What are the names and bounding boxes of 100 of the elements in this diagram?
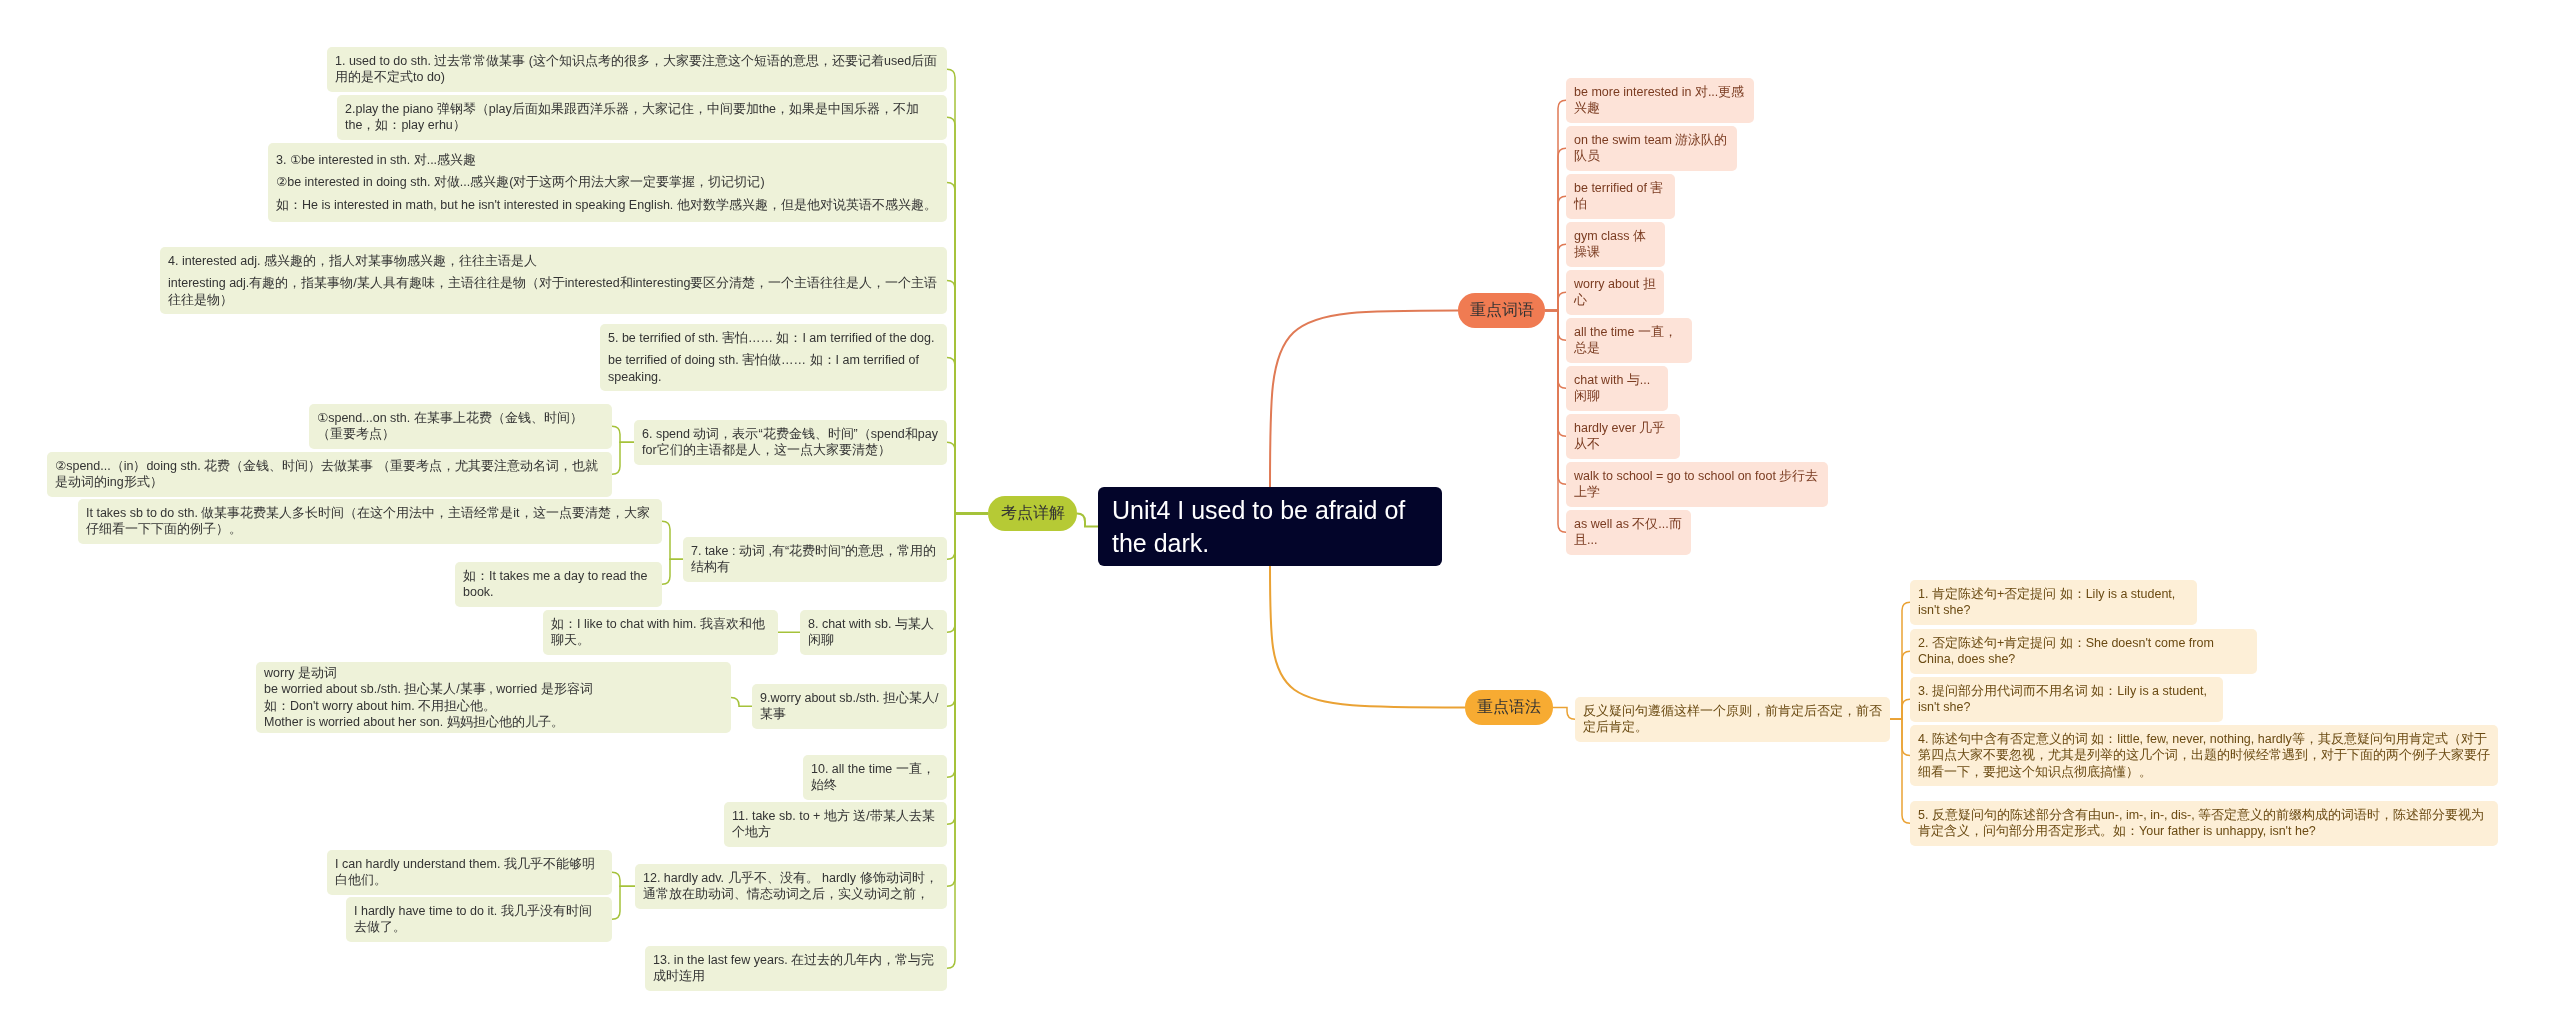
topic-text: be terrified of 害怕	[1574, 180, 1665, 213]
topic-text: 12. hardly adv. 几乎不、没有。 hardly 修饰动词时，通常放在助动词、情态动词之后，实义动词之前，	[643, 870, 939, 903]
topic-card	[683, 537, 947, 582]
topic-card	[1910, 580, 2197, 625]
topic-text: 10. all the time 一直，始终	[811, 761, 936, 794]
topic-text: on the swim team 游泳队的队员	[1574, 132, 1729, 165]
topic-text: 8. chat with sb. 与某人闲聊	[808, 616, 935, 649]
topic-text: 如：Don't worry about him. 不用担心他。	[264, 697, 498, 714]
topic-text: ②be interested in doing sth. 对做...感兴趣(对于这两个用法大家一定要掌握，切记切记)	[276, 174, 766, 191]
branch-topic	[1458, 293, 1545, 328]
topic-text: 考点详解	[1000, 503, 1065, 523]
connector-line	[611, 885, 636, 920]
topic-text: all the time 一直，总是	[1574, 324, 1678, 357]
topic-card	[1566, 174, 1675, 219]
topic-text: 1. 肯定陈述句+否定提问 如：Lily is a student, isn't she?	[1918, 586, 2177, 619]
topic-text: ②spend...（in）doing sth. 花费（金钱、时间）去做某事 （重要考点，尤其要注意动名词，也就是动词的ing形式）	[55, 458, 599, 491]
topic-text: 2.play the piano 弹钢琴（play后面如果跟西洋乐器，大家记住，中间要加the，如果是中国乐器，不加the，如：play erhu）	[345, 101, 921, 134]
topic-card	[47, 452, 612, 497]
topic-card	[1566, 126, 1737, 171]
topic-card	[78, 499, 662, 544]
topic-text: 5. be terrified of sth. 害怕…… 如：I am terrified of the dog.	[608, 330, 936, 347]
topic-text: 2. 否定陈述句+肯定提问 如：She doesn't come from China, does she?	[1918, 635, 2215, 668]
topic-text: be terrified of doing sth. 害怕做…… 如：I am terrified of speaking.	[608, 352, 920, 385]
branch-topic	[988, 496, 1077, 531]
title-text: Unit4 I used to be afraid of the dark.	[1112, 495, 1407, 559]
topic-card	[455, 562, 662, 607]
topic-card	[268, 143, 947, 222]
topic-text: worry about 担心	[1574, 276, 1656, 309]
topic-card	[543, 610, 778, 655]
connector-line	[1544, 309, 1567, 533]
topic-text: hardly ever 几乎从不	[1574, 420, 1667, 453]
topic-text: 3. 提问部分用代词而不用名词 如：Lily is a student, isn't she?	[1918, 683, 2208, 716]
topic-text: gym class 体操课	[1574, 228, 1648, 261]
topic-card	[1566, 270, 1664, 315]
topic-text: 重点语法	[1477, 697, 1541, 717]
topic-card	[1910, 725, 2498, 786]
connector-line	[730, 696, 753, 707]
topic-card	[635, 864, 947, 909]
topic-text: It takes sb to do sth. 做某事花费某人多长时间（在这个用法中，主语经常是it，这一点要清楚，大家仔细看一下下面的例子）。	[86, 505, 651, 538]
topic-text: 反义疑问句遵循这样一个原则，前肯定后否定，前否定后肯定。	[1583, 703, 1882, 736]
topic-card	[803, 755, 947, 800]
topic-card	[1566, 414, 1680, 459]
topic-text: I can hardly understand them. 我几乎不能够明白他们。	[335, 856, 596, 889]
topic-text: 11. take sb. to + 地方 送/带某人去某个地方	[732, 808, 936, 841]
topic-card	[337, 95, 947, 140]
topic-card	[160, 247, 947, 314]
topic-text: 如：I like to chat with him. 我喜欢和他聊天。	[551, 616, 766, 649]
topic-card	[1575, 697, 1890, 742]
topic-card	[645, 946, 947, 991]
topic-text: Mother is worried about her son. 妈妈担心他的儿子。	[264, 713, 565, 730]
topic-card	[1566, 318, 1692, 363]
connector-line	[661, 558, 684, 585]
topic-card	[634, 420, 947, 465]
topic-text: be worried about sb./sth. 担心某人/某事 , worried 是形容词	[264, 681, 594, 698]
topic-card	[327, 47, 947, 92]
connector-line	[1269, 565, 1466, 709]
connector-line	[777, 631, 801, 633]
topic-card	[1566, 222, 1665, 267]
topic-card	[1566, 462, 1828, 507]
topic-card	[327, 850, 612, 895]
topic-text: 重点词语	[1469, 300, 1534, 320]
topic-text: 9.worry about sb./sth. 担心某人/某事	[760, 690, 939, 723]
topic-card	[1910, 801, 2498, 846]
topic-text: 4. interested adj. 感兴趣的，指人对某事物感兴趣，往往主语是人	[168, 253, 538, 270]
topic-card	[1910, 677, 2223, 722]
topic-text: interesting adj.有趣的，指某事物/某人具有趣味，主语往往是物（对于interested和interesting要区分清楚，一个主语往往是人，一个主语往往是物）	[168, 275, 939, 308]
topic-text: 5. 反意疑问句的陈述部分含有由un-, im-, in-, dis-, 等否定意义的前缀构成的词语时，陈述部分要视为肯定含义，问句部分用否定形式。如：Your father is unhappy, isn't he?	[1918, 807, 2486, 840]
connector-line	[611, 441, 635, 475]
topic-text: 4. 陈述句中含有否定意义的词 如：little, few, never, nothing, hardly等，其反意疑问句用肯定式（对于第四点大家不要忽视，尤其是列举的这几个词，出题的时候经常遇到，对于下面的两个例子大家要仔细看一下，要把这个知识点彻底搞懂）。	[1918, 731, 2490, 780]
topic-text: 6. spend 动词，表示“花费金钱、时间”（spend和pay for它们的主语都是人，这一点大家要清楚）	[642, 426, 939, 459]
topic-text: ①spend...on sth. 在某事上花费（金钱、时间）（重要考点）	[317, 410, 584, 443]
topic-card	[256, 662, 731, 733]
topic-card	[346, 897, 612, 942]
topic-card	[1566, 366, 1668, 411]
topic-text: walk to school = go to school on foot 步行去上学	[1574, 468, 1820, 501]
topic-text: 7. take : 动词 ,有“花费时间”的意思，常用的结构有	[691, 543, 938, 576]
topic-card	[800, 610, 947, 655]
topic-text: 3. ①be interested in sth. 对...感兴趣	[276, 152, 478, 169]
topic-card	[600, 324, 947, 391]
connector-line	[1889, 718, 1911, 824]
topic-text: as well as 不仅...而且...	[1574, 516, 1683, 549]
topic-text: 如：He is interested in math, but he isn't interested in speaking English. 他对数学感兴趣，但是他对说英语不感兴趣。	[276, 196, 938, 213]
topic-text: chat with 与...闲聊	[1574, 372, 1652, 405]
topic-card	[752, 684, 947, 729]
topic-text: I hardly have time to do it. 我几乎没有时间去做了。	[354, 903, 593, 936]
central-topic	[1098, 487, 1442, 566]
topic-text: 1. used to do sth. 过去常常做某事 (这个知识点考的很多，大家要注意这个短语的意思，还要记着used后面用的是不定式to do)	[335, 53, 939, 86]
topic-card	[724, 802, 947, 847]
topic-text: 13. in the last few years. 在过去的几年内，常与完成时连用	[653, 952, 936, 985]
branch-topic	[1465, 690, 1553, 725]
connector-line	[1076, 512, 1099, 528]
topic-text: 如：It takes me a day to read the book.	[463, 568, 649, 601]
topic-card	[1566, 78, 1754, 123]
topic-card	[1910, 629, 2257, 674]
topic-text: worry 是动词	[264, 665, 339, 682]
topic-card	[309, 404, 612, 449]
connector-line	[1269, 309, 1459, 488]
connector-line	[1552, 706, 1576, 720]
topic-card	[1566, 510, 1691, 555]
topic-text: be more interested in 对...更感兴趣	[1574, 84, 1746, 117]
